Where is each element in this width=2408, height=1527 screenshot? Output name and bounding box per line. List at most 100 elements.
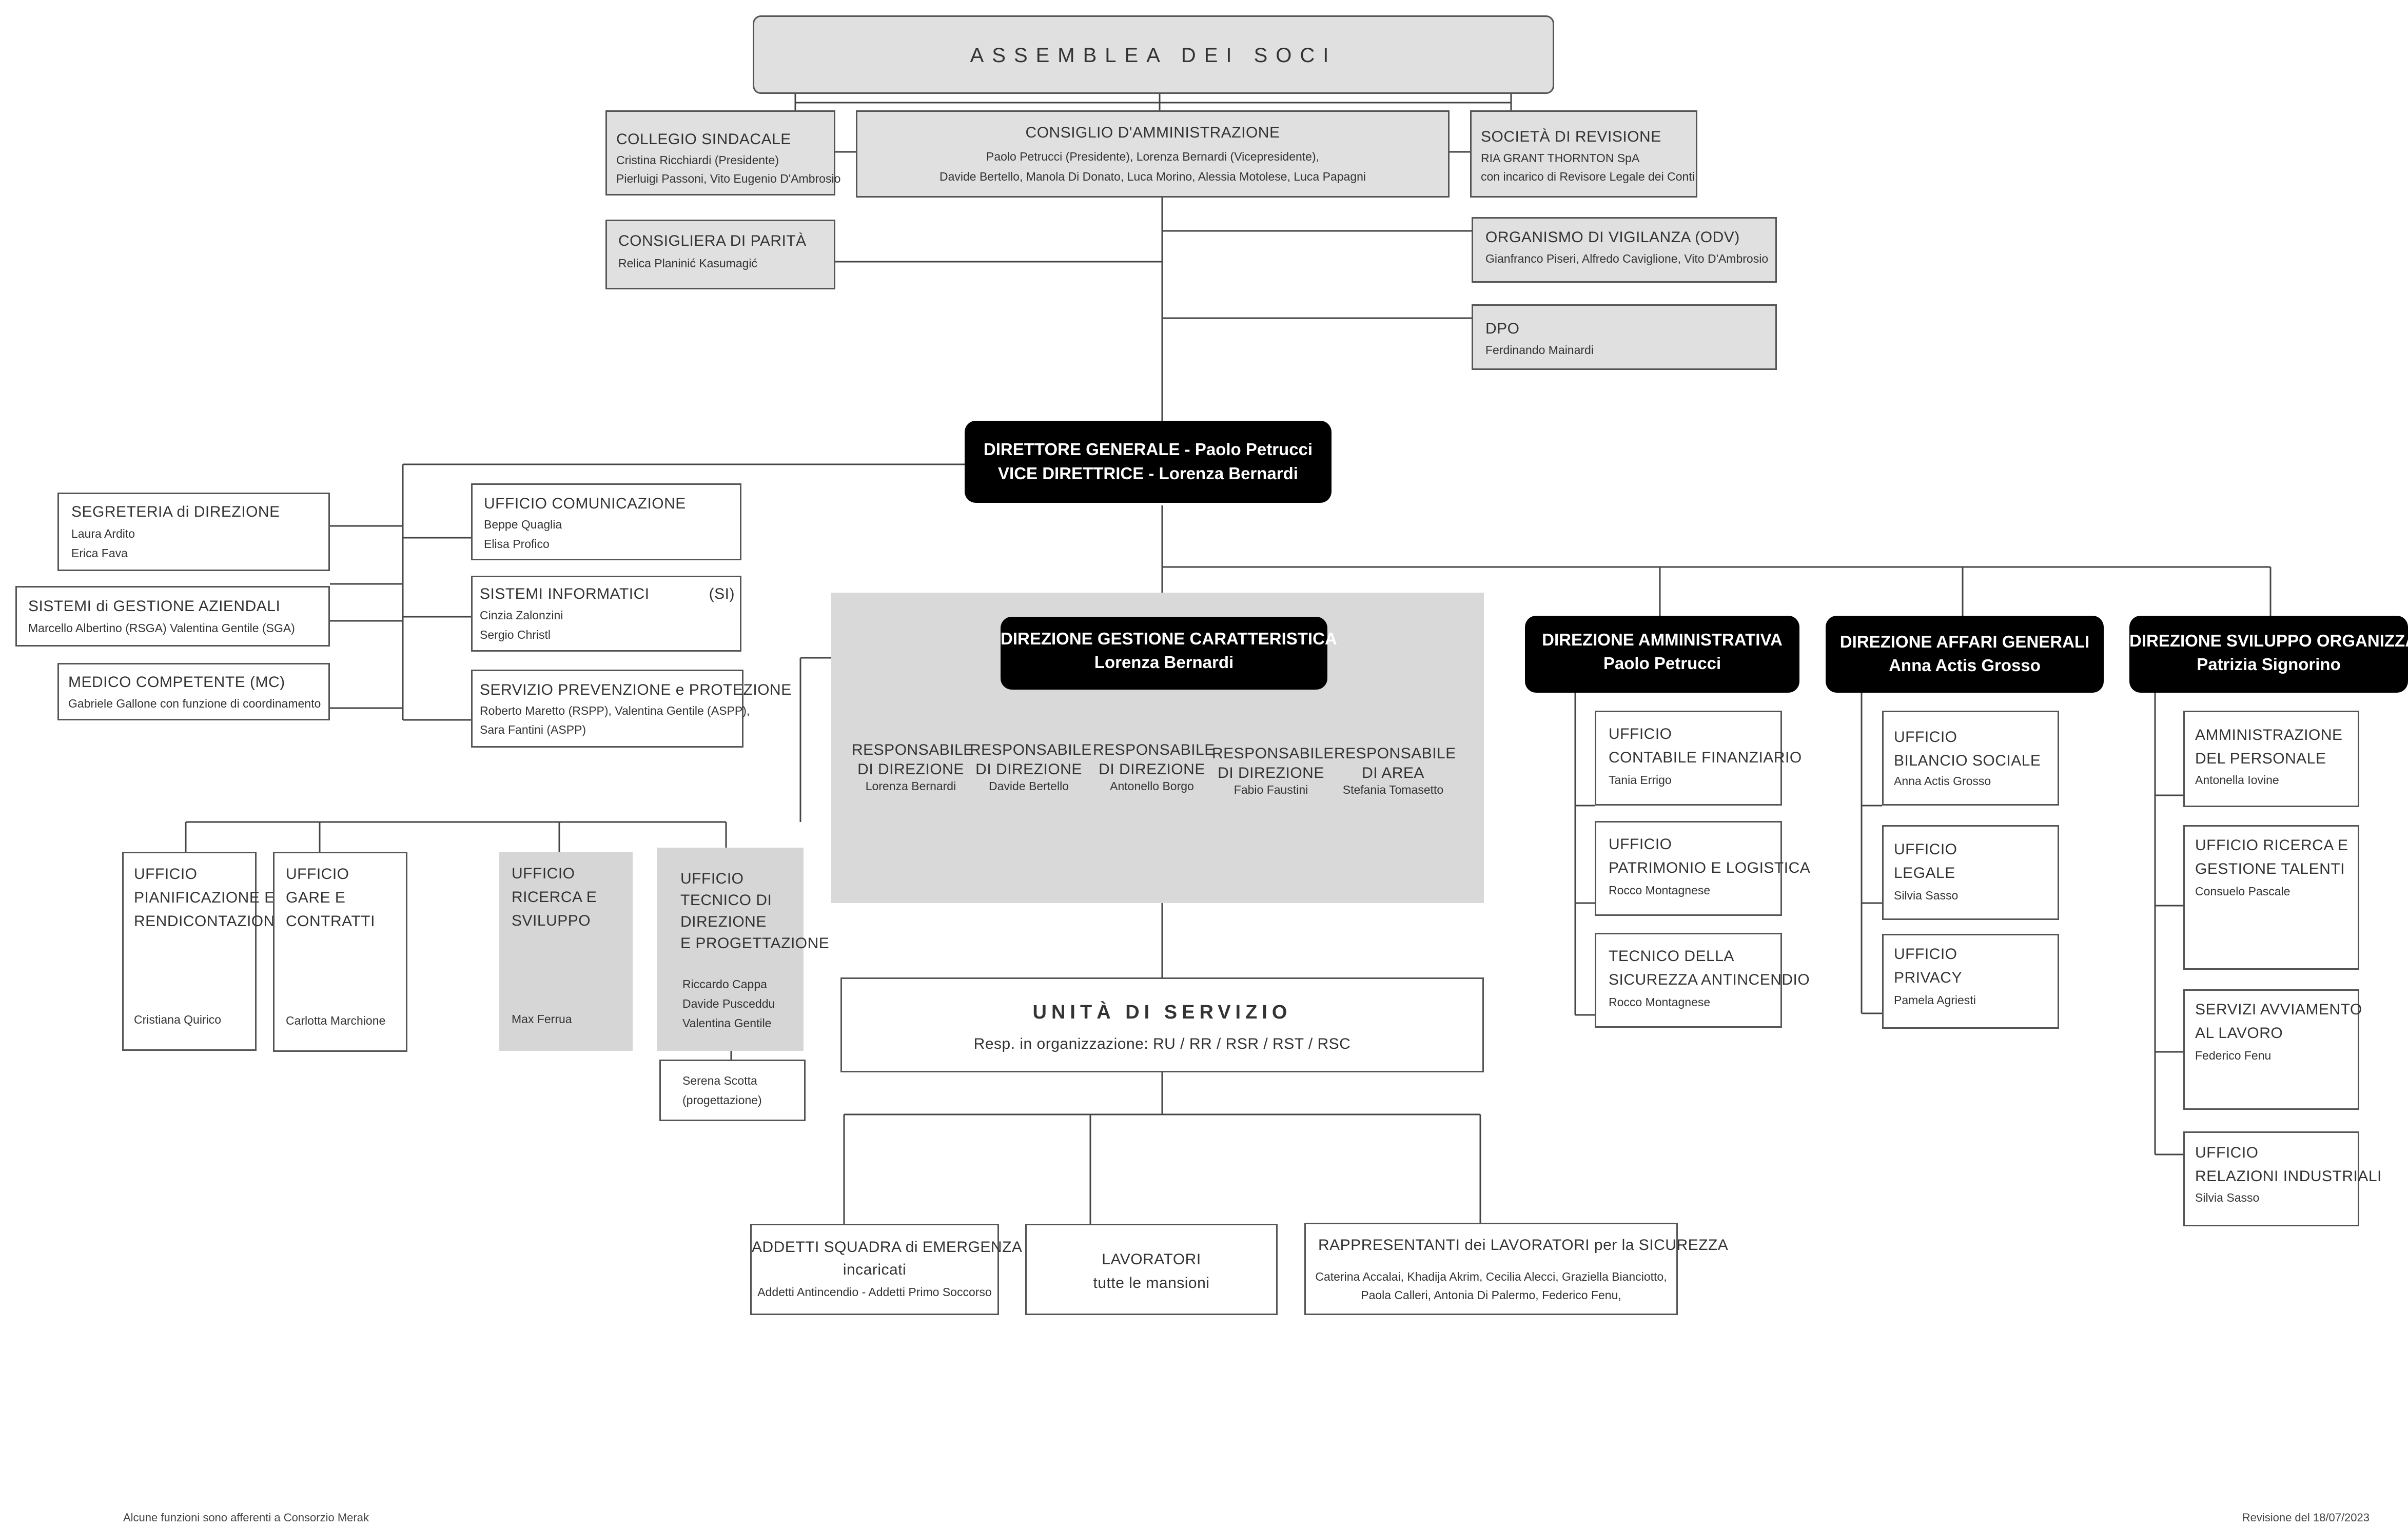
addetti-l3: Addetti Antincendio - Addetti Primo Socc… bbox=[757, 1285, 992, 1299]
sistemi-info-tag: (SI) bbox=[709, 585, 735, 602]
uff-gare-l2: GARE E bbox=[286, 889, 346, 906]
responsabile-role: RESPONSABILE bbox=[1093, 741, 1215, 758]
collegio-title: COLLEGIO SINDACALE bbox=[616, 131, 791, 148]
dir-sviluppo-box: DIREZIONE SVILUPPO ORGANIZZATIVO Patrizi… bbox=[2129, 616, 2408, 693]
odv-title: ORGANISMO DI VIGILANZA (ODV) bbox=[1485, 229, 1740, 246]
uff-tecnico-n3: Valentina Gentile bbox=[682, 1016, 772, 1030]
uff-ricerca-box: UFFICIO RICERCA E SVILUPPO Max Ferrua bbox=[499, 852, 633, 1051]
responsabile-1: RESPONSABILE DI DIREZIONE Davide Bertell… bbox=[970, 740, 1092, 794]
sviluppo-office-2: SERVIZI AVVIAMENTO AL LAVORO Federico Fe… bbox=[2183, 989, 2362, 1110]
office-l2: SICUREZZA ANTINCENDIO bbox=[1609, 971, 1810, 988]
addetti-l1: ADDETTI SQUADRA di EMERGENZA bbox=[752, 1239, 1023, 1256]
uff-tecnico-l3: DIREZIONE bbox=[680, 913, 767, 930]
uff-pianificazione-name: Cristiana Quirico bbox=[134, 1013, 221, 1026]
odv-line1: Gianfranco Piseri, Alfredo Caviglione, V… bbox=[1485, 252, 1769, 265]
office-l1: UFFICIO RICERCA E bbox=[2195, 837, 2348, 854]
serena-l2: (progettazione) bbox=[682, 1093, 762, 1107]
medico-box: MEDICO COMPETENTE (MC) Gabriele Gallone … bbox=[57, 663, 330, 720]
dir-amm-l1: DIREZIONE AMMINISTRATIVA bbox=[1542, 630, 1783, 649]
responsabile-role: RESPONSABILE bbox=[1212, 745, 1334, 762]
office-name: Rocco Montagnese bbox=[1609, 884, 1711, 897]
amm-office-0: UFFICIO CONTABILE FINANZIARIO Tania Erri… bbox=[1595, 711, 1802, 806]
uff-gare-l3: CONTRATTI bbox=[286, 913, 375, 930]
responsabile-name: Antonello Borgo bbox=[1110, 779, 1194, 793]
prevenzione-box: SERVIZIO PREVENZIONE e PROTEZIONE Robert… bbox=[471, 670, 791, 748]
amm-office-2: TECNICO DELLA SICUREZZA ANTINCENDIO Rocc… bbox=[1595, 933, 1810, 1028]
office-l2: PRIVACY bbox=[1894, 969, 1962, 986]
dir-amm-l2: Paolo Petrucci bbox=[1603, 654, 1721, 673]
rappresentanti-box: RAPPRESENTANTI dei LAVORATORI per la SIC… bbox=[1304, 1223, 1728, 1315]
responsabile-name: Davide Bertello bbox=[989, 779, 1069, 793]
sviluppo-office-3: UFFICIO RELAZIONI INDUSTRIALI Silvia Sas… bbox=[2183, 1131, 2381, 1226]
addetti-box: ADDETTI SQUADRA di EMERGENZA incaricati … bbox=[750, 1224, 1023, 1315]
consigliera-title: CONSIGLIERA DI PARITÀ bbox=[618, 232, 807, 249]
comunicazione-title: UFFICIO COMUNICAZIONE bbox=[484, 495, 686, 512]
rappresentanti-l1: RAPPRESENTANTI dei LAVORATORI per la SIC… bbox=[1318, 1237, 1729, 1254]
office-l2: AL LAVORO bbox=[2195, 1025, 2283, 1042]
office-l1: UFFICIO bbox=[1609, 726, 1672, 742]
assemblea-title: ASSEMBLEA DEI SOCI bbox=[970, 44, 1337, 67]
office-name: Anna Actis Grosso bbox=[1894, 774, 1991, 788]
uff-pianificazione-box: UFFICIO PIANIFICAZIONE E RENDICONTAZIONE… bbox=[122, 852, 285, 1051]
uff-pianificazione-l3: RENDICONTAZIONE bbox=[134, 913, 286, 930]
sistemi-gestione-box: SISTEMI di GESTIONE AZIENDALI Marcello A… bbox=[15, 586, 330, 647]
sviluppo-office-0: AMMINISTRAZIONE DEL PERSONALE Antonella … bbox=[2183, 711, 2359, 807]
sistemi-gestione-title: SISTEMI di GESTIONE AZIENDALI bbox=[28, 598, 281, 615]
dir-gestione-box: DIREZIONE GESTIONE CARATTERISTICA Lorenz… bbox=[1001, 617, 1337, 690]
office-name: Silvia Sasso bbox=[2195, 1191, 2260, 1204]
segreteria-box: SEGRETERIA di DIREZIONE Laura Ardito Eri… bbox=[57, 493, 330, 571]
office-l2: CONTABILE FINANZIARIO bbox=[1609, 749, 1802, 766]
office-l2: LEGALE bbox=[1894, 865, 1955, 882]
collegio-sindacale-box: COLLEGIO SINDACALE Cristina Ricchiardi (… bbox=[605, 110, 840, 195]
collegio-line1: Cristina Ricchiardi (Presidente) bbox=[616, 153, 779, 167]
consigliera-box: CONSIGLIERA DI PARITÀ Relica Planinić Ka… bbox=[605, 220, 835, 289]
dir-amministrativa-box: DIREZIONE AMMINISTRATIVA Paolo Petrucci bbox=[1525, 616, 1799, 693]
collegio-line2: Pierluigi Passoni, Vito Eugenio D'Ambros… bbox=[616, 172, 841, 185]
responsabile-role2: DI DIREZIONE bbox=[857, 760, 964, 778]
unita-sub: Resp. in organizzazione: RU / RR / RSR /… bbox=[973, 1035, 1351, 1052]
addetti-l2: incaricati bbox=[843, 1261, 907, 1278]
office-name: Silvia Sasso bbox=[1894, 889, 1959, 902]
dpo-box: DPO Ferdinando Mainardi bbox=[1472, 304, 1777, 370]
uff-pianificazione-l2: PIANIFICAZIONE E bbox=[134, 889, 275, 906]
affari-office-1: UFFICIO LEGALE Silvia Sasso bbox=[1882, 825, 2059, 920]
office-l1: AMMINISTRAZIONE bbox=[2195, 727, 2343, 743]
lavoratori-l2: tutte le mansioni bbox=[1093, 1275, 1210, 1291]
responsabile-3: RESPONSABILE DI DIREZIONE Fabio Faustini bbox=[1212, 744, 1334, 797]
office-l1: UFFICIO bbox=[1894, 841, 1957, 858]
footer-note: Alcune funzioni sono afferenti a Consorz… bbox=[123, 1511, 369, 1524]
medico-title: MEDICO COMPETENTE (MC) bbox=[68, 674, 285, 691]
unita-servizio-box: UNITÀ DI SERVIZIO Resp. in organizzazion… bbox=[840, 977, 1484, 1072]
responsabile-name: Stefania Tomasetto bbox=[1342, 783, 1444, 796]
affari-office-2: UFFICIO PRIVACY Pamela Agriesti bbox=[1882, 934, 2059, 1029]
responsabile-role: RESPONSABILE bbox=[970, 741, 1092, 758]
responsabile-name: Fabio Faustini bbox=[1234, 783, 1308, 796]
medico-line1: Gabriele Gallone con funzione di coordin… bbox=[68, 697, 321, 710]
uff-ricerca-name: Max Ferrua bbox=[512, 1012, 572, 1026]
assemblea-box: ASSEMBLEA DEI SOCI bbox=[753, 15, 1554, 94]
prevenzione-line2: Sara Fantini (ASPP) bbox=[480, 723, 586, 736]
serena-box: Serena Scotta (progettazione) bbox=[659, 1060, 806, 1121]
unita-title: UNITÀ DI SERVIZIO bbox=[1032, 1002, 1292, 1023]
office-l2: DEL PERSONALE bbox=[2195, 750, 2326, 767]
comunicazione-line1: Beppe Quaglia bbox=[484, 518, 562, 531]
dir-gestione-line1: DIREZIONE GESTIONE CARATTERISTICA bbox=[1001, 629, 1337, 648]
consiglio-line1: Paolo Petrucci (Presidente), Lorenza Ber… bbox=[986, 150, 1320, 163]
responsabile-role2: DI AREA bbox=[1362, 764, 1424, 781]
responsabile-role2: DI DIREZIONE bbox=[1218, 764, 1324, 781]
segreteria-title: SEGRETERIA di DIREZIONE bbox=[71, 503, 280, 520]
rappresentanti-l2: Caterina Accalai, Khadija Akrim, Cecilia… bbox=[1315, 1270, 1667, 1283]
office-l1: UFFICIO bbox=[1894, 946, 1957, 963]
serena-l1: Serena Scotta bbox=[682, 1074, 757, 1087]
uff-gare-name: Carlotta Marchione bbox=[286, 1014, 386, 1027]
office-name: Tania Errigo bbox=[1609, 773, 1672, 787]
sistemi-informatici-box: SISTEMI INFORMATICI (SI) Cinzia Zalonzin… bbox=[471, 576, 741, 652]
uff-gare-box: UFFICIO GARE E CONTRATTI Carlotta Marchi… bbox=[273, 852, 407, 1052]
uff-tecnico-n1: Riccardo Cappa bbox=[682, 977, 767, 991]
office-name: Rocco Montagnese bbox=[1609, 995, 1711, 1009]
responsabile-role2: DI DIREZIONE bbox=[1099, 760, 1205, 778]
office-name: Consuelo Pascale bbox=[2195, 885, 2290, 898]
dir-sviluppo-l2: Patrizia Signorino bbox=[2197, 655, 2341, 674]
lavoratori-l1: LAVORATORI bbox=[1102, 1251, 1201, 1268]
responsabile-role: RESPONSABILE bbox=[1334, 745, 1456, 762]
